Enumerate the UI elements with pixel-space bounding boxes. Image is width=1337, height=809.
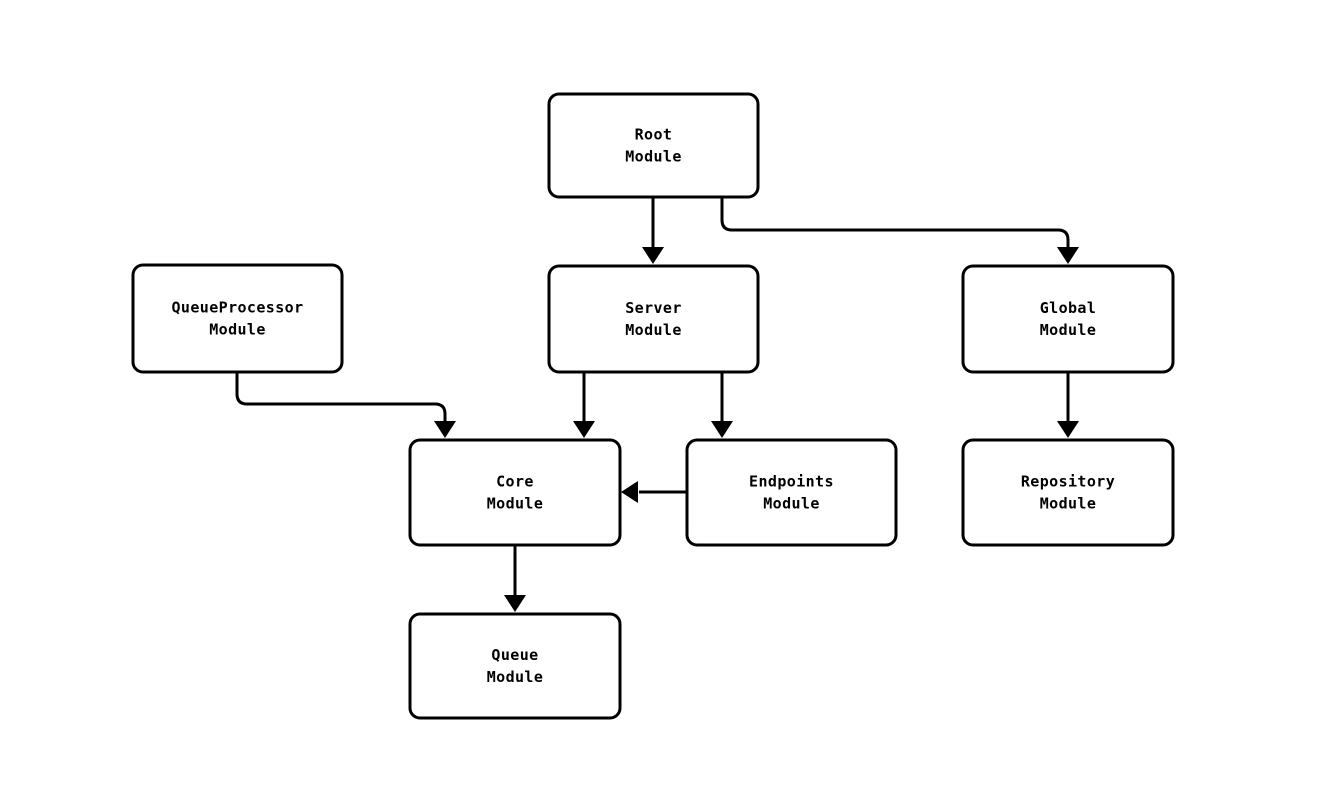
- node-box[interactable]: [961, 438, 1175, 547]
- node-label-line1: Repository: [1021, 472, 1115, 490]
- arrowhead-icon: [504, 595, 526, 612]
- edge-server-to-endpoints: [711, 372, 733, 438]
- node-label-line2: Module: [625, 321, 682, 339]
- node-label-line2: Module: [209, 320, 266, 338]
- node-label-line1: Server: [625, 299, 682, 317]
- edge-global-to-repository: [1057, 372, 1079, 438]
- node-label-line1: Root: [635, 125, 673, 143]
- edge-core-to-queue: [504, 545, 526, 612]
- arrowhead-icon: [642, 247, 664, 264]
- arrowhead-icon: [1057, 247, 1079, 264]
- node-box[interactable]: [131, 263, 344, 374]
- edge-queueprocessor-to-core: [235, 372, 456, 438]
- node-box[interactable]: [685, 438, 898, 547]
- node-label-line1: Core: [496, 472, 534, 490]
- node-box[interactable]: [547, 264, 760, 374]
- node-label-line2: Module: [487, 668, 544, 686]
- arrowhead-icon: [711, 421, 733, 438]
- node-label-line2: Module: [1040, 494, 1097, 512]
- node-label-line2: Module: [1040, 321, 1097, 339]
- edge-line: [235, 372, 447, 421]
- node-label-line1: Queue: [491, 646, 538, 664]
- edge-layer: [235, 197, 1079, 612]
- node-label-line1: Endpoints: [749, 472, 834, 490]
- node-label-line2: Module: [763, 494, 820, 512]
- node-label-line1: Global: [1040, 299, 1097, 317]
- node-label-line1: QueueProcessor: [171, 298, 303, 316]
- arrowhead-icon: [621, 481, 638, 503]
- edge-line: [720, 197, 1070, 247]
- node-label-line2: Module: [487, 494, 544, 512]
- node-box[interactable]: [961, 264, 1175, 374]
- edge-server-to-core: [573, 372, 595, 438]
- arrowhead-icon: [434, 421, 456, 438]
- edge-root-to-server: [642, 197, 664, 264]
- edge-root-to-global: [720, 197, 1079, 264]
- arrowhead-icon: [1057, 421, 1079, 438]
- arrowhead-icon: [573, 421, 595, 438]
- edge-endpoints-to-core: [621, 481, 687, 503]
- node-label-line2: Module: [625, 147, 682, 165]
- node-box[interactable]: [408, 612, 622, 720]
- node-box[interactable]: [547, 92, 760, 199]
- node-box[interactable]: [408, 438, 622, 547]
